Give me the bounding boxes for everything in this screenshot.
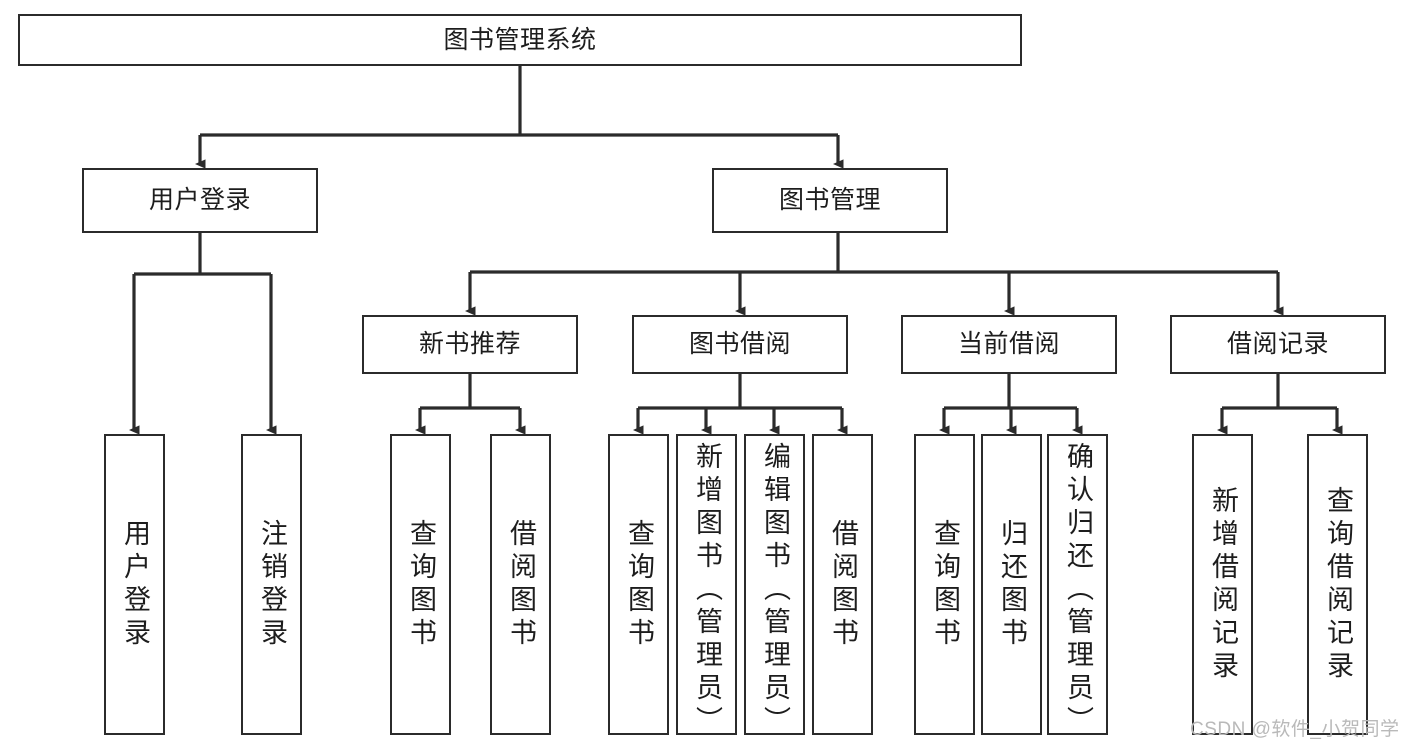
leaf-bookborrow-add-book-admin[interactable]: 新增图书（管理员）	[676, 434, 737, 735]
node-label: 新增图书（管理员）	[692, 442, 722, 735]
leaf-newbook-query-book[interactable]: 查询图书	[390, 434, 451, 735]
leaf-bookborrow-query-book[interactable]: 查询图书	[608, 434, 669, 735]
leaf-bookborrow-edit-book-admin[interactable]: 编辑图书（管理员）	[744, 434, 805, 735]
node-label: 新书推荐	[418, 330, 521, 359]
csdn-watermark: CSDN @软件_小贺同学	[1190, 719, 1400, 740]
node-label: 查询图书	[930, 518, 960, 651]
node-label: 借阅图书	[828, 518, 858, 651]
leaf-bookborrow-borrow-book[interactable]: 借阅图书	[812, 434, 873, 735]
leaf-newbook-borrow-book[interactable]: 借阅图书	[490, 434, 551, 735]
leaf-borrowrecord-add-record[interactable]: 新增借阅记录	[1192, 434, 1253, 735]
node-label: 确认归还（管理员）	[1063, 442, 1093, 735]
node-label: 图书管理	[778, 186, 881, 215]
node-label: 用户登录	[120, 518, 150, 651]
node-label: 借阅图书	[506, 518, 536, 651]
node-new-book-recommend[interactable]: 新书推荐	[362, 315, 578, 374]
node-label: 编辑图书（管理员）	[760, 442, 790, 735]
node-root-system[interactable]: 图书管理系统	[18, 14, 1022, 66]
node-label: 图书借阅	[688, 330, 791, 359]
node-label: 查询借阅记录	[1323, 485, 1353, 684]
node-borrow-record[interactable]: 借阅记录	[1170, 315, 1386, 374]
leaf-user-login[interactable]: 用户登录	[104, 434, 165, 735]
node-label: 图书管理系统	[443, 25, 597, 54]
leaf-currentborrow-query-book[interactable]: 查询图书	[914, 434, 975, 735]
node-label: 用户登录	[148, 186, 251, 215]
node-user-login[interactable]: 用户登录	[82, 168, 318, 233]
node-label: 借阅记录	[1226, 330, 1329, 359]
node-label: 新增借阅记录	[1208, 485, 1238, 684]
leaf-currentborrow-return-book[interactable]: 归还图书	[981, 434, 1042, 735]
node-book-borrow[interactable]: 图书借阅	[632, 315, 848, 374]
leaf-user-logout[interactable]: 注销登录	[241, 434, 302, 735]
node-label: 注销登录	[257, 518, 287, 651]
leaf-borrowrecord-query-record[interactable]: 查询借阅记录	[1307, 434, 1368, 735]
node-label: 查询图书	[624, 518, 654, 651]
node-book-management[interactable]: 图书管理	[712, 168, 948, 233]
leaf-currentborrow-confirm-return-admin[interactable]: 确认归还（管理员）	[1047, 434, 1108, 735]
node-label: 归还图书	[997, 518, 1027, 651]
node-label: 查询图书	[406, 518, 436, 651]
node-label: 当前借阅	[957, 330, 1060, 359]
node-current-borrow[interactable]: 当前借阅	[901, 315, 1117, 374]
